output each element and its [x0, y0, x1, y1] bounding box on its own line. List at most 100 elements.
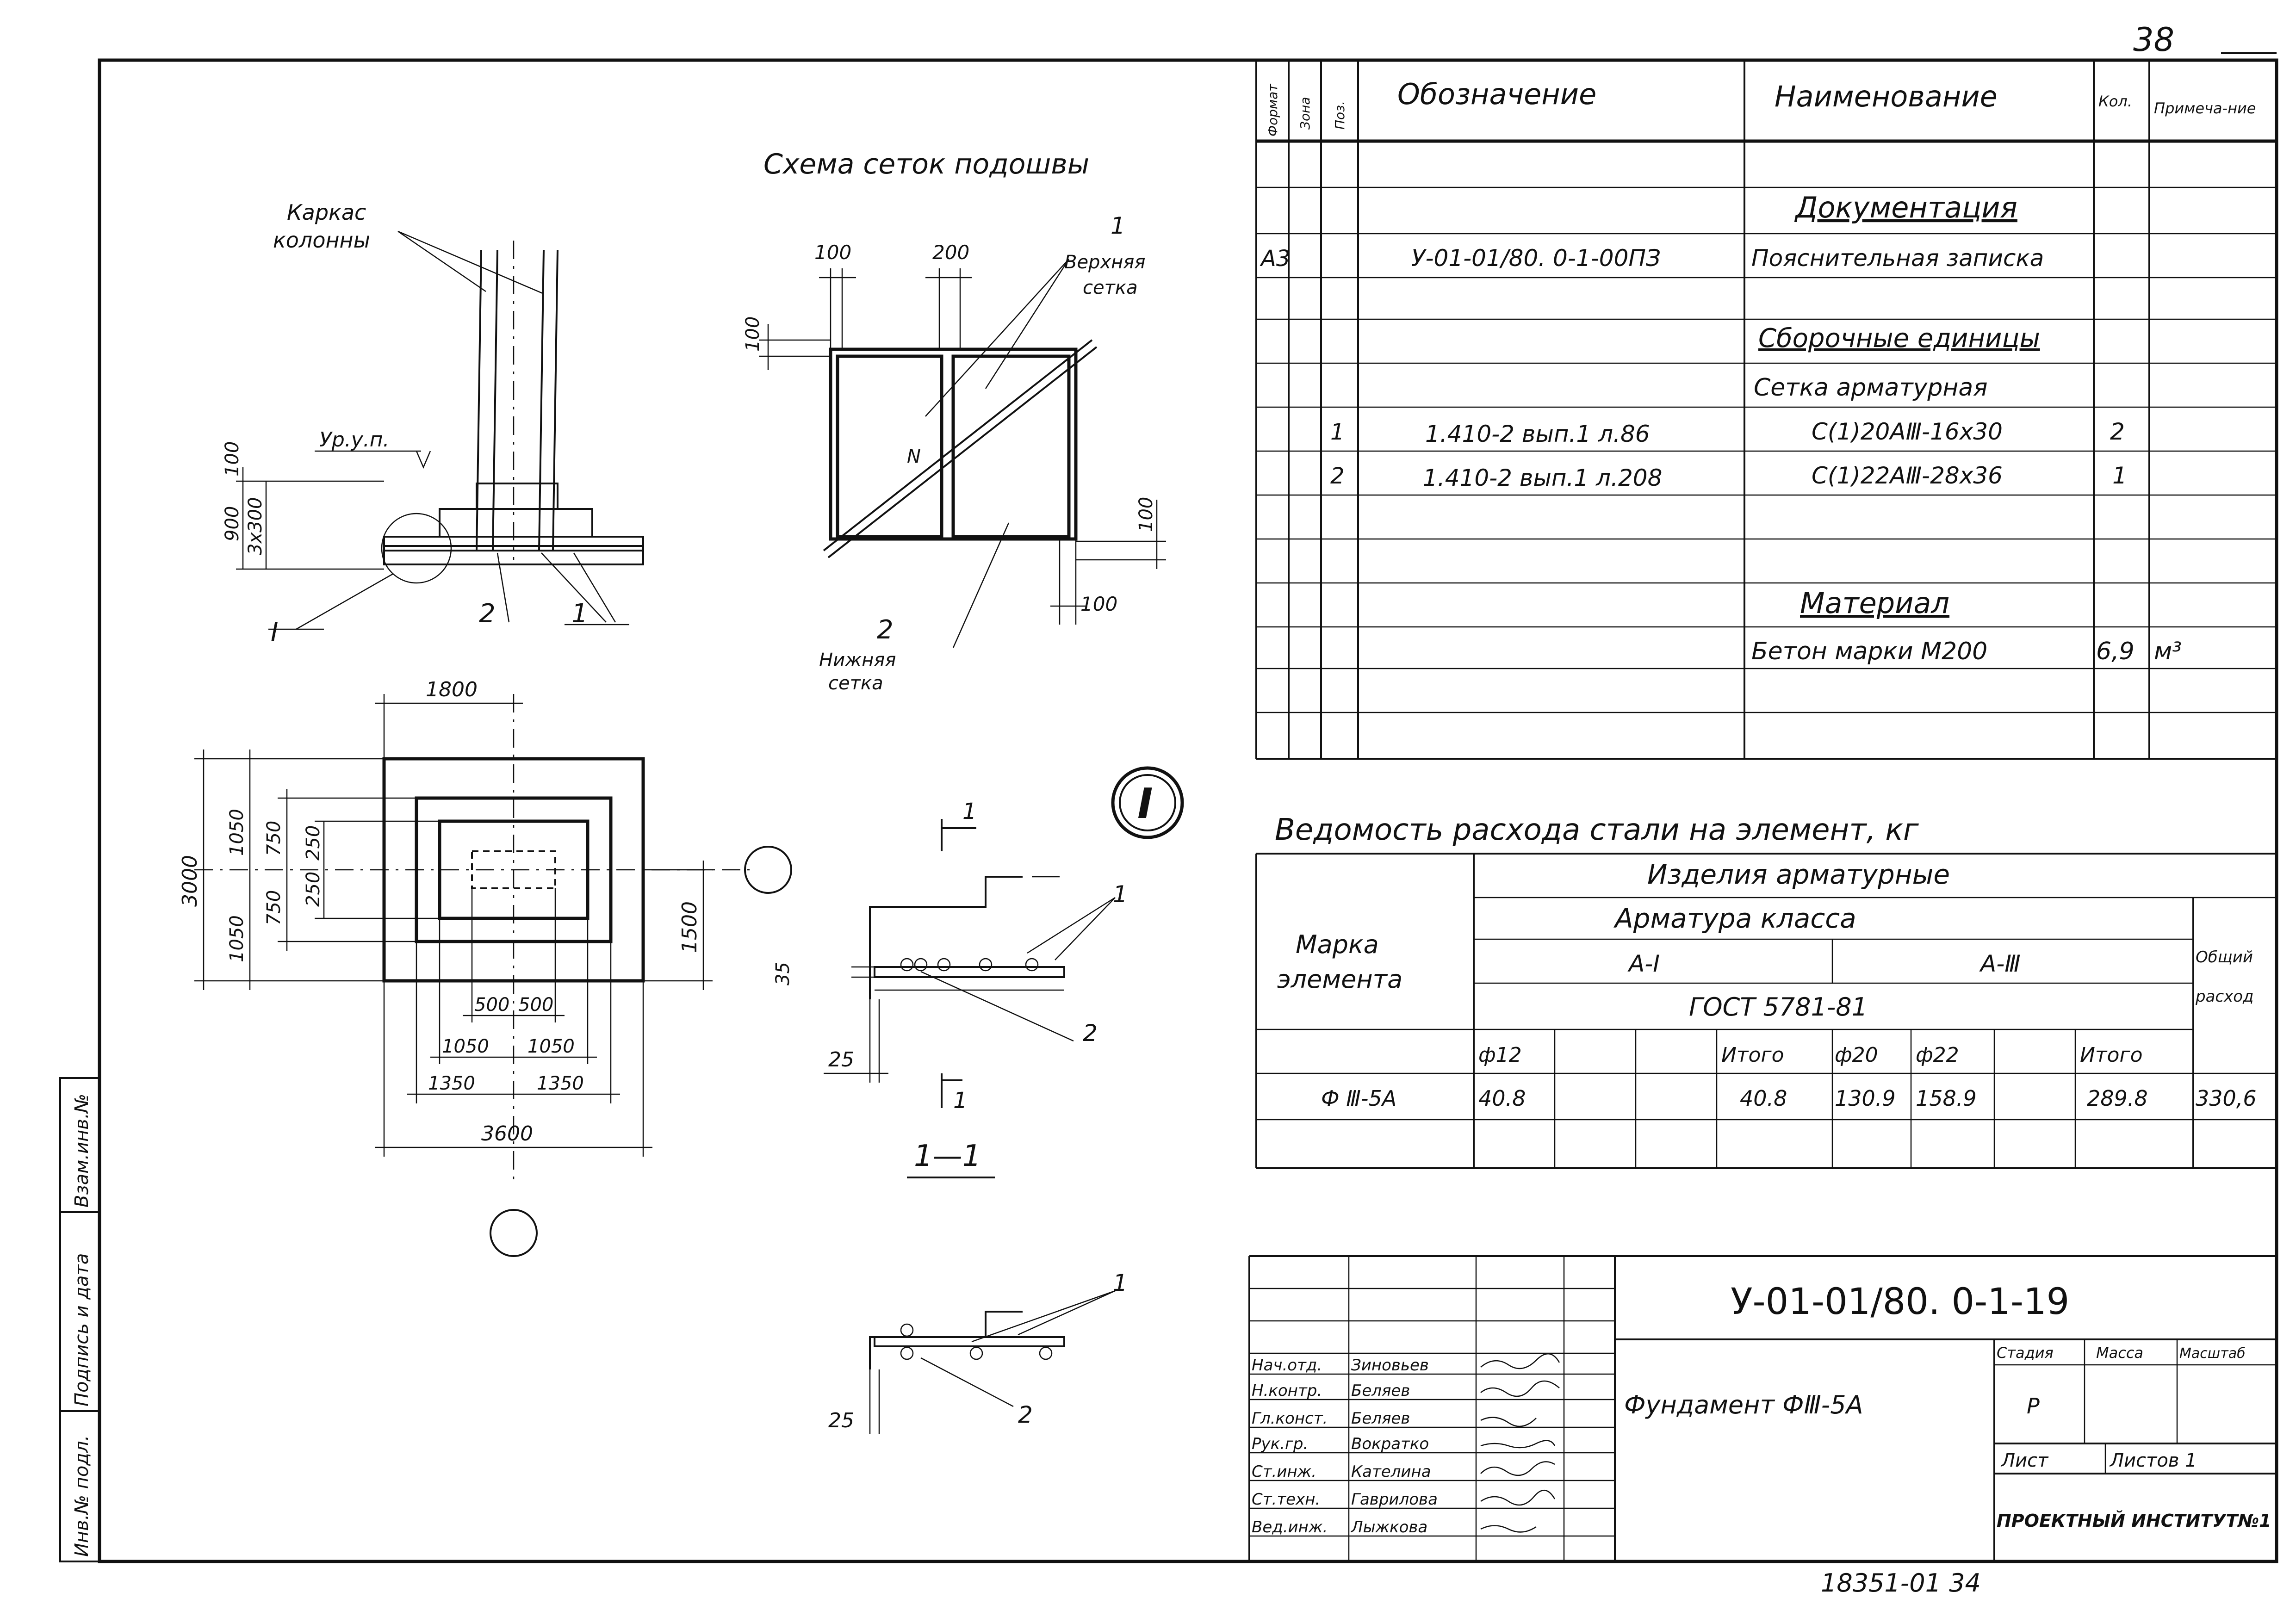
foundation-plan: 1800 3000 1050 1050 750 750 250 250 1500	[178, 678, 792, 1257]
sheet-number: 38	[2133, 21, 2174, 59]
dim-100-bottom: 100	[1080, 593, 1117, 615]
row-mark: Ф Ⅲ-5А	[1321, 1086, 1396, 1111]
row-2-qty: 1	[2112, 462, 2127, 489]
material-name: Бетон марки М200	[1751, 638, 1987, 665]
diagonal-cut	[823, 339, 1093, 551]
role-5: Ст.инж.	[1252, 1462, 1316, 1481]
rebar	[900, 1323, 914, 1337]
row-2-pos: 2	[1330, 463, 1345, 489]
frame-label-2: колонны	[273, 228, 370, 253]
specification-table: Формат Зона Поз. Обозначение Наименовани…	[1255, 60, 2277, 760]
elevation-view: Каркас колонны Ур.у.п. 900 100 3x300 I 2	[222, 200, 644, 647]
dim-1350-right: 1350	[537, 1073, 584, 1094]
stage-value: Р	[2027, 1394, 2040, 1419]
val-grand-total: 330,6	[2196, 1086, 2257, 1111]
binding-strip: Взам.инв.№ Подпись и дата Инв.№ подл.	[59, 1077, 100, 1562]
section-number-bottom: 1	[953, 1088, 968, 1114]
rebar	[914, 958, 928, 972]
mesh-outline	[829, 347, 1078, 541]
section-title: 1—1	[914, 1139, 981, 1173]
detail-pos-2: 2	[1083, 1020, 1098, 1047]
mesh-pos-1: 1	[1111, 212, 1125, 239]
upper-mesh-left	[836, 354, 943, 539]
rebar	[900, 958, 914, 972]
role-4: Рук.гр.	[1252, 1435, 1308, 1453]
dim-200: 200	[932, 241, 969, 264]
scale-label: Масштаб	[2179, 1345, 2246, 1362]
upper-mesh-label: Верхняя	[1064, 252, 1145, 273]
name-2: Беляев	[1351, 1381, 1410, 1400]
class-a1: А-I	[1627, 950, 1660, 977]
val-d12: 40.8	[1478, 1086, 1526, 1111]
foundation-step	[476, 483, 558, 510]
row-1-qty: 2	[2110, 418, 2125, 445]
dim-100-left: 100	[742, 316, 763, 352]
lower-dim-25: 25	[828, 1409, 854, 1432]
dim-1350-left: 1350	[428, 1073, 475, 1094]
name-6: Гаврилова	[1351, 1490, 1438, 1509]
leader-line	[1018, 1290, 1116, 1336]
row-2-name: С(1)22АⅢ-28x36	[1812, 462, 2003, 489]
side-replace-inv: Взам.инв.№	[71, 1094, 93, 1208]
document-code: У-01-01/80. 0-1-19	[1731, 1281, 2069, 1323]
steel-table: Ведомость расхода стали на элемент, кг И…	[1255, 813, 2277, 1169]
rebar	[969, 1346, 983, 1360]
mesh-bars	[874, 1336, 1065, 1347]
leader-line	[952, 522, 1010, 648]
stage-label: Стадия	[1997, 1344, 2054, 1362]
section-material: Материал	[1800, 586, 1949, 620]
val-d20: 130.9	[1835, 1086, 1896, 1111]
leader-line	[1027, 897, 1116, 954]
level-marker	[416, 451, 431, 469]
pos-1: 1	[571, 599, 588, 629]
signature	[1480, 1461, 1555, 1476]
dim-750-top: 750	[263, 821, 285, 856]
archive-number: 18351-01 34	[1821, 1568, 1981, 1598]
axis-bubble	[744, 846, 792, 894]
dim-100-top: 100	[814, 241, 851, 264]
armatura-header: Арматура класса	[1613, 903, 1856, 934]
sheets-count: Листов 1	[2109, 1450, 2197, 1471]
node-label: I	[1137, 780, 1153, 828]
dim-35: 35	[772, 962, 794, 985]
header-format: Формат	[1265, 84, 1280, 136]
detail-pos-1: 1	[1113, 881, 1128, 908]
leader-line	[1055, 897, 1116, 960]
name-5: Кателина	[1351, 1462, 1431, 1481]
header-note: Примеча-ние	[2154, 99, 2256, 117]
rebar	[1039, 1346, 1053, 1360]
center-mark: N	[907, 446, 921, 467]
leader-line	[296, 573, 394, 630]
diagonal-cut	[827, 346, 1098, 558]
products-header: Изделия арматурные	[1647, 859, 1950, 890]
dim-250-top: 250	[303, 825, 324, 861]
sheet-label: Лист	[2000, 1450, 2049, 1471]
side-signature-date: Подпись и дата	[71, 1253, 93, 1406]
mass-label: Масса	[2096, 1344, 2143, 1362]
val-total-a3: 289.8	[2087, 1086, 2148, 1111]
name-4: Вократко	[1351, 1435, 1429, 1453]
doc-format: А3	[1260, 246, 1290, 272]
header-zone: Зона	[1297, 97, 1313, 130]
lower-pos-1: 1	[1113, 1270, 1128, 1296]
callout-I: I	[271, 617, 279, 647]
role-1: Нач.отд.	[1252, 1356, 1322, 1375]
header-name: Наименование	[1775, 80, 1998, 113]
dim-750-bottom: 750	[263, 890, 285, 925]
material-qty: 6,9	[2096, 638, 2135, 665]
upper-mesh-label-2: сетка	[1083, 277, 1138, 298]
total-label: Общий	[2196, 948, 2253, 966]
dim-500-left: 500	[474, 994, 509, 1016]
leader-line	[397, 230, 544, 295]
rebar	[900, 1346, 914, 1360]
dim-1500: 1500	[678, 901, 701, 953]
drawing-frame	[98, 58, 2278, 1563]
institute-name: ПРОЕКТНЫЙ ИНСТИТУТ№1	[1997, 1511, 2271, 1531]
col-d12: ф12	[1478, 1043, 1522, 1067]
dim-1050-left: 1050	[442, 1036, 489, 1057]
lower-mesh-label: Нижняя	[819, 650, 896, 671]
signature	[1480, 1417, 1537, 1427]
footing-profile	[869, 876, 1023, 999]
signature	[1480, 1525, 1537, 1533]
leader-line	[925, 259, 1069, 417]
